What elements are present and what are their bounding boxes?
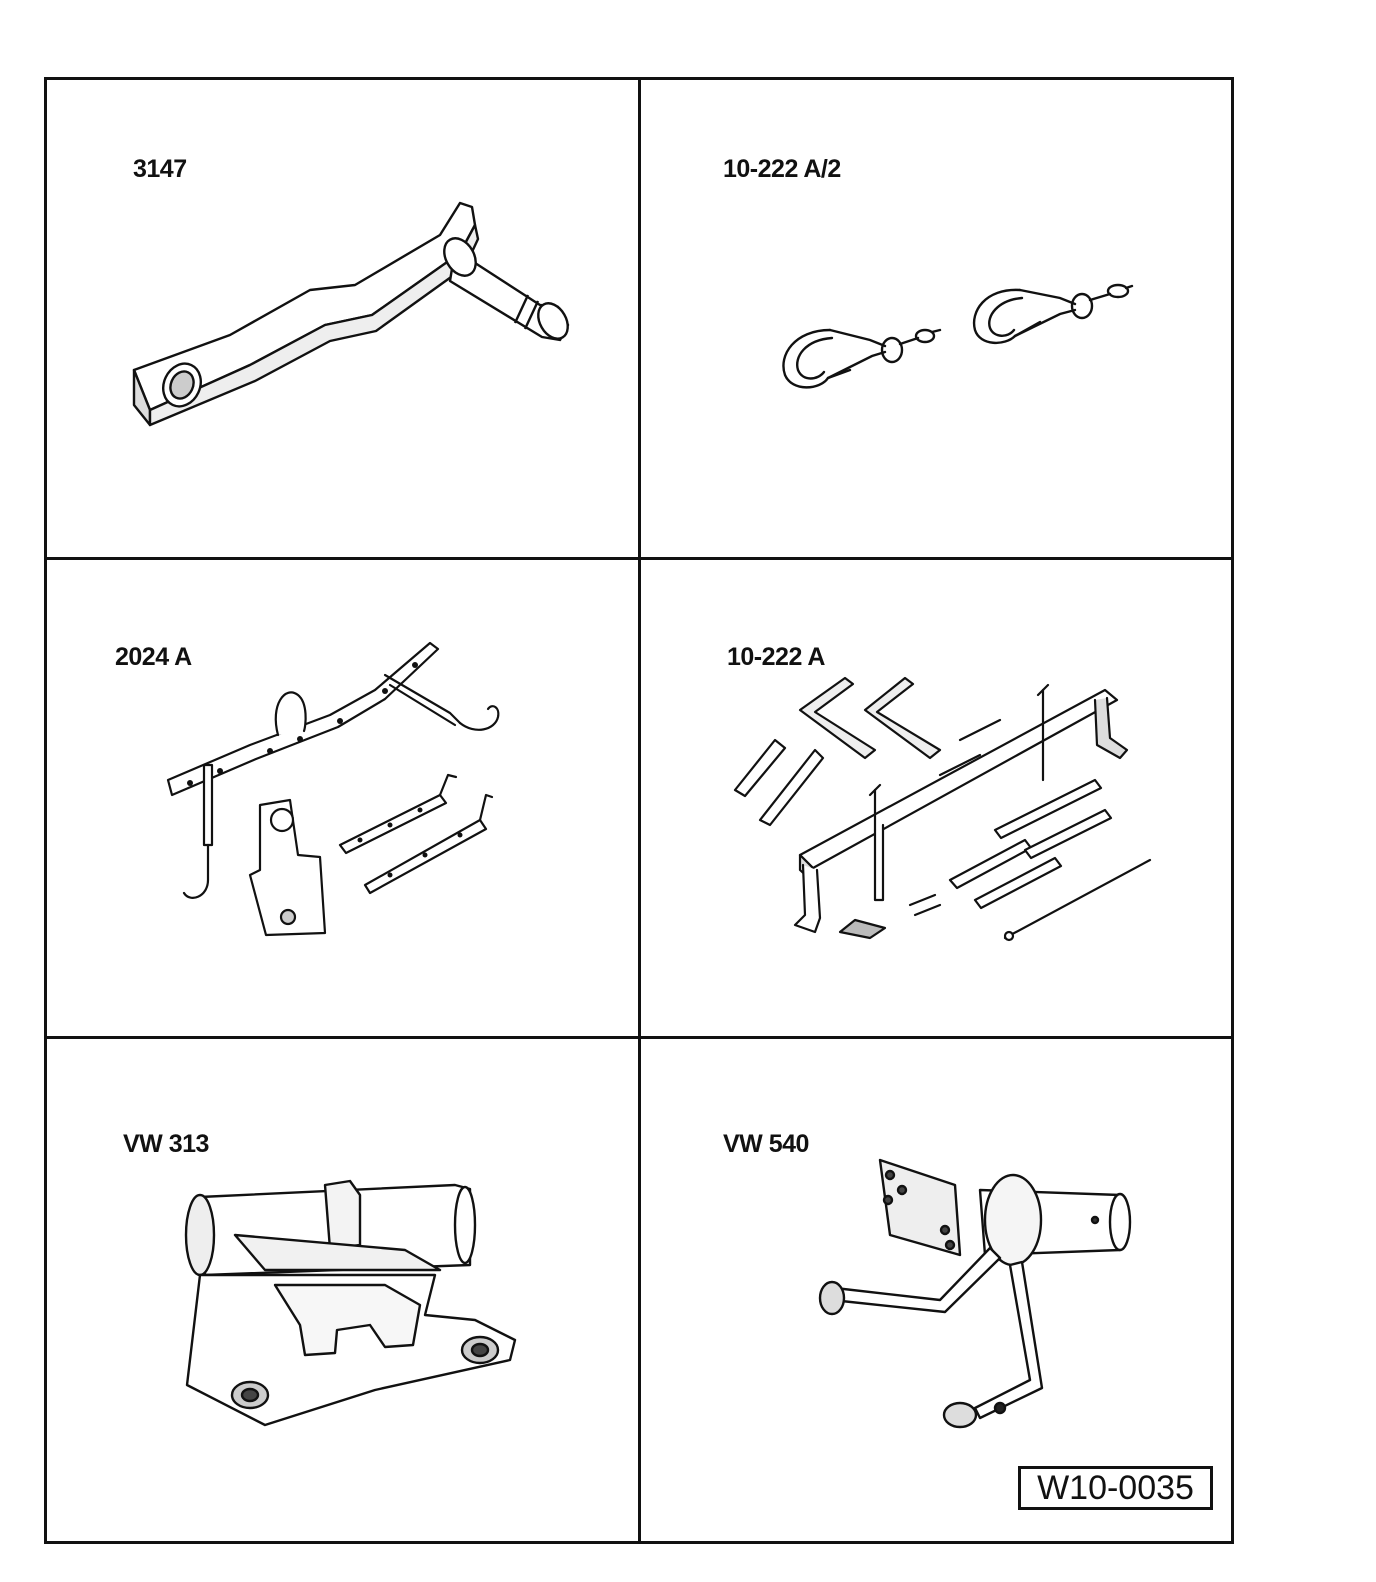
panel-label-vw-540: VW 540 [723,1130,809,1158]
figure-reference-code: W10-0035 [1018,1466,1213,1510]
panel-label-10-222-a: 10-222 A [727,643,825,671]
grid-divider-horizontal-2 [47,1036,1231,1039]
lifting-bar-set-icon [160,635,520,955]
panel-label-10-222-a-2: 10-222 A/2 [723,155,841,183]
panel-label-3147: 3147 [133,155,187,183]
grid-divider-horizontal-1 [47,557,1231,560]
support-bridge-kit-icon [725,670,1165,960]
grid-divider-vertical [638,80,641,1541]
panel-label-vw-313: VW 313 [123,1130,209,1158]
lever-arm-tool-icon [110,195,580,435]
panel-label-2024-a: 2024 A [115,643,192,671]
tool-grid [44,77,1234,1544]
bracket-with-rods-icon [810,1150,1140,1440]
hook-pair-icon [770,260,1150,400]
engine-support-bracket-icon [175,1175,525,1435]
